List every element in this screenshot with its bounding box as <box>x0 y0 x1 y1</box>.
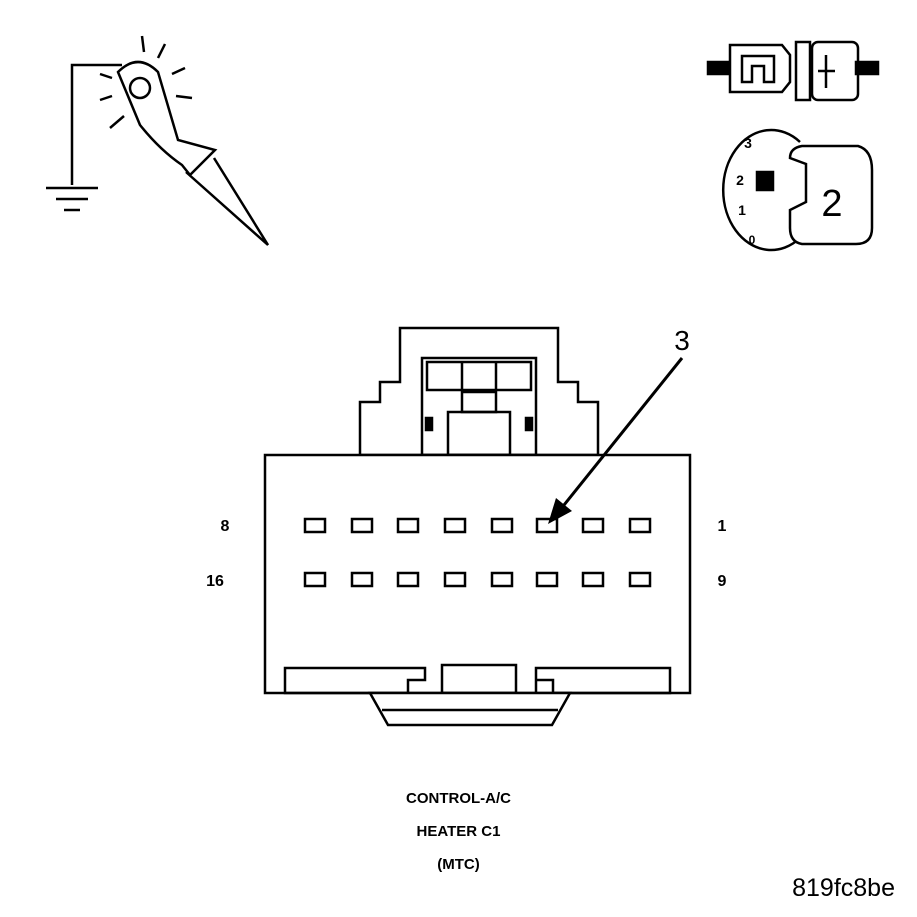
test-light-ground-icon <box>46 35 270 246</box>
cavity-6 <box>396 517 420 534</box>
cavity-15 <box>350 571 374 588</box>
cavity-13 <box>443 571 467 588</box>
key-selected-position: 2 <box>821 183 842 225</box>
disconnect-connector-icon <box>706 40 880 102</box>
cavity-12 <box>490 571 514 588</box>
callout-number: 3 <box>674 325 690 356</box>
callout-arrow <box>548 357 684 524</box>
cavity-7 <box>350 517 374 534</box>
connector-c1 <box>263 326 692 727</box>
cavity-8 <box>303 517 327 534</box>
pin-label-bottom-left: 16 <box>206 573 224 590</box>
key-position-1: 1 <box>738 202 746 218</box>
pin-label-bottom-right: 9 <box>718 573 727 590</box>
pin-cavities <box>303 517 652 588</box>
cavity-9 <box>628 571 652 588</box>
cavity-10 <box>581 571 605 588</box>
cavity-11 <box>535 571 559 588</box>
cavity-16 <box>303 571 327 588</box>
cavity-4 <box>490 517 514 534</box>
caption-line-1: CONTROL-A/C <box>406 790 511 807</box>
pin-label-top-right: 1 <box>718 518 727 535</box>
cavity-1 <box>628 517 652 534</box>
key-position-2: 2 <box>736 172 744 188</box>
caption-line-2: HEATER C1 <box>416 823 501 840</box>
cavity-14 <box>396 571 420 588</box>
caption-line-3: (MTC) <box>437 856 480 873</box>
pin-label-top-left: 8 <box>221 518 230 535</box>
ignition-key-icon: 3 2 1 0 2 <box>721 128 874 252</box>
key-position-0: 0 <box>749 233 756 247</box>
figure-code: 819fc8be <box>792 874 895 902</box>
key-position-3: 3 <box>744 135 752 151</box>
cavity-3 <box>535 517 559 534</box>
cavity-5 <box>443 517 467 534</box>
cavity-2 <box>581 517 605 534</box>
